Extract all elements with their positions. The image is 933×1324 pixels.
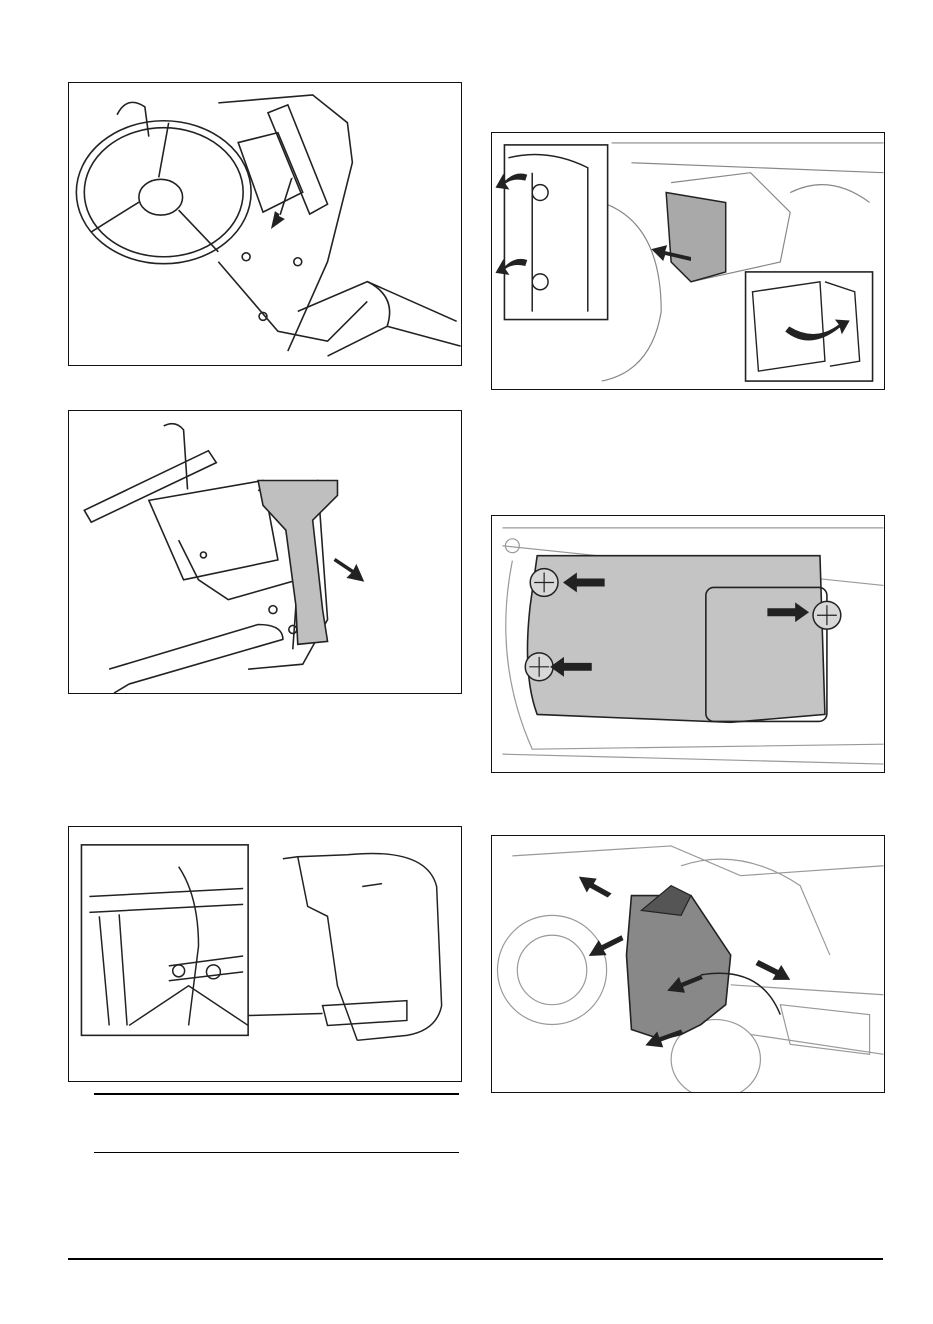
figure-console-cover-removal	[68, 410, 462, 694]
figure-front-cover-hinge-detail	[68, 826, 462, 1082]
steering-console-illustration	[69, 83, 461, 365]
dashed-arrow-icon	[589, 935, 624, 956]
dashed-arrow-icon	[334, 558, 365, 582]
side-panel-illustration	[492, 516, 884, 772]
footer-rule	[68, 1258, 883, 1260]
front-cover-illustration	[69, 827, 461, 1081]
console-cover-illustration	[69, 411, 461, 693]
dashed-arrow-icon	[579, 877, 612, 898]
figure-steering-console-release	[68, 82, 462, 366]
dashed-arrow-icon	[755, 960, 790, 980]
battery-cover-illustration	[492, 133, 884, 389]
battery-cover-highlight	[666, 193, 726, 282]
note-rule-bottom	[94, 1152, 459, 1153]
figure-battery-cover-knobs	[491, 132, 885, 390]
right-inset-frame	[746, 272, 873, 381]
note-rule-top	[94, 1093, 459, 1095]
figure-side-panel-screws	[491, 515, 885, 773]
side-cover-highlight	[626, 896, 730, 1040]
inset-frame	[81, 845, 248, 1036]
left-inset-frame	[504, 145, 607, 320]
figure-side-cover-removal	[491, 835, 885, 1093]
side-cover-illustration	[492, 836, 884, 1092]
